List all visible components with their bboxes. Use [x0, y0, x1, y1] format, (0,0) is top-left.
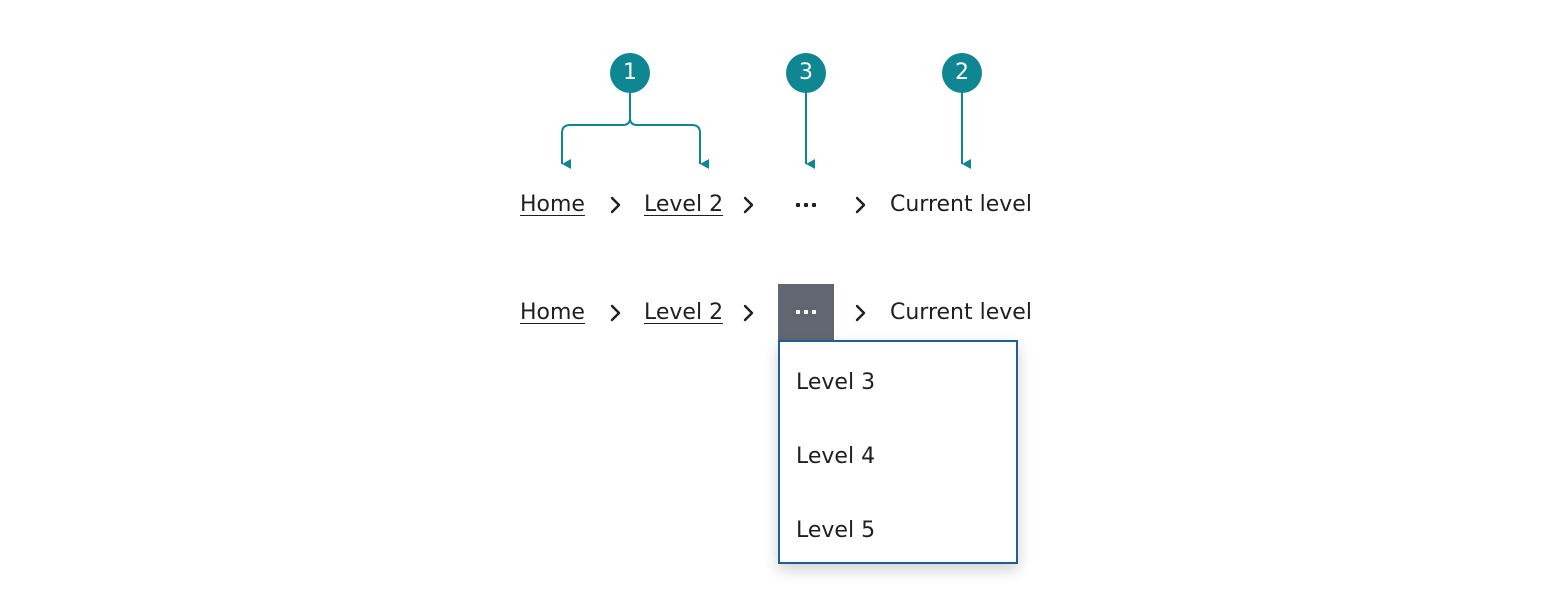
ellipsis-icon: [796, 310, 816, 314]
annotation-badge-2: 2: [942, 53, 982, 93]
breadcrumb-overflow-button-active[interactable]: [778, 284, 834, 340]
chevron-right-icon: [610, 196, 621, 214]
breadcrumb-expanded: Home Level 2 Current level: [0, 284, 1560, 340]
chevron-right-icon: [743, 304, 754, 322]
annotation-number: 1: [623, 60, 637, 85]
breadcrumb-current-level: Current level: [890, 300, 1032, 325]
annotation-badge-1: 1: [610, 53, 650, 93]
ellipsis-icon: [796, 203, 816, 207]
breadcrumb-default: Home Level 2 Current level: [0, 185, 1560, 225]
chevron-right-icon: [610, 304, 621, 322]
breadcrumb-current-level: Current level: [890, 192, 1032, 217]
chevron-right-icon: [743, 196, 754, 214]
breadcrumb-link-home[interactable]: Home: [520, 192, 585, 217]
breadcrumb-link-home[interactable]: Home: [520, 300, 585, 325]
chevron-right-icon: [855, 196, 866, 214]
annotation-number: 3: [799, 60, 813, 85]
overflow-menu-item-level-5[interactable]: Level 5: [796, 518, 876, 543]
breadcrumb-overflow-button[interactable]: [778, 177, 834, 233]
callout-1-bracket: [561, 92, 709, 169]
chevron-right-icon: [855, 304, 866, 322]
overflow-menu-item-level-3[interactable]: Level 3: [796, 370, 876, 395]
annotation-badge-3: 3: [786, 53, 826, 93]
annotation-number: 2: [955, 60, 969, 85]
overflow-menu: Level 3 Level 4 Level 5: [778, 340, 1018, 564]
breadcrumb-link-level-2[interactable]: Level 2: [644, 192, 724, 217]
breadcrumb-link-level-2[interactable]: Level 2: [644, 300, 724, 325]
overflow-menu-item-level-4[interactable]: Level 4: [796, 444, 876, 469]
